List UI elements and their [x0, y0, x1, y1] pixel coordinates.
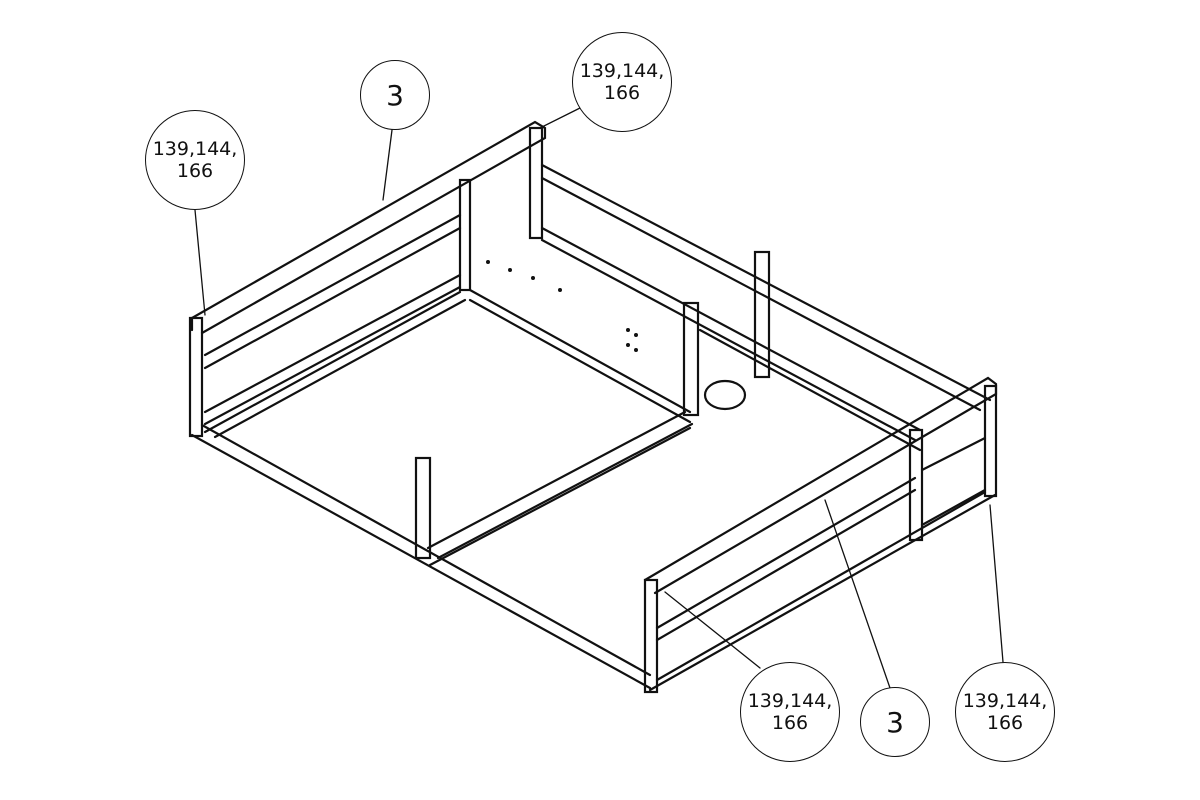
balloon-label: 139,144, 166	[962, 690, 1048, 734]
balloon-label: 139,144, 166	[747, 690, 833, 734]
balloon-top-3: 3	[360, 60, 430, 130]
back-corner-post	[468, 126, 692, 424]
posts	[414, 250, 771, 560]
balloon-label: 3	[886, 705, 904, 739]
leader-lines	[194, 107, 1004, 689]
front-right-rails	[643, 376, 998, 694]
cable-hole	[703, 379, 747, 411]
balloon-left: 139,144, 166	[145, 110, 245, 210]
balloon-top-right: 139,144, 166	[572, 32, 672, 132]
back-left-rails	[190, 120, 547, 426]
mounting-holes	[486, 260, 638, 352]
balloon-label: 139,144, 166	[579, 60, 665, 104]
floor-cross-member	[426, 410, 694, 567]
balloon-label: 139,144, 166	[152, 138, 238, 182]
back-right-rails	[540, 163, 992, 452]
balloon-bottom-left: 139,144, 166	[740, 662, 840, 762]
balloon-bottom-right: 139,144, 166	[955, 662, 1055, 762]
balloon-bottom-3: 3	[860, 687, 930, 757]
balloon-label: 3	[386, 78, 404, 112]
left-end-frame	[188, 178, 652, 690]
